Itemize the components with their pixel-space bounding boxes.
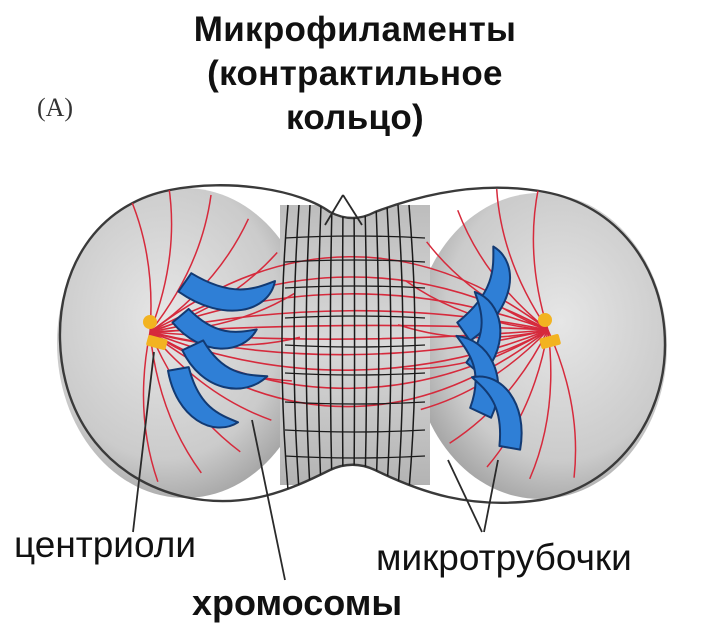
chromosomes-label: хромосомы bbox=[192, 582, 402, 624]
centrioles-label: центриоли bbox=[14, 524, 196, 566]
centriole bbox=[538, 313, 552, 327]
centriole bbox=[143, 315, 157, 329]
microtubules-label: микротрубочки bbox=[376, 537, 632, 579]
